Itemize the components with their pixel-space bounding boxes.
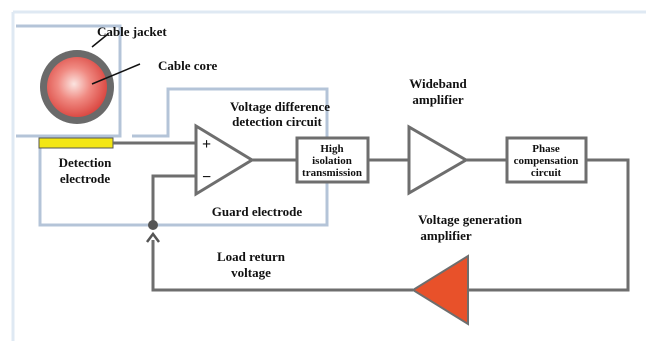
detection-electrode	[38, 137, 114, 149]
phase-label-3: circuit	[531, 167, 562, 179]
guard-electrode-outline	[16, 24, 329, 227]
phase-label-2: compensation	[514, 155, 579, 167]
vga-label-2: amplifier	[420, 228, 471, 243]
cable-jacket-pointer	[91, 33, 109, 48]
wire-arrow-up	[146, 231, 160, 243]
voltage-generation-amplifier	[411, 254, 469, 326]
vdd-circuit-label-1: Voltage difference	[230, 99, 330, 114]
high-isolation-transmission-box	[295, 136, 370, 184]
phase-compensation-box	[505, 136, 588, 184]
outer-frame	[11, 10, 646, 341]
guard-electrode-label: Guard electrode	[212, 204, 303, 219]
voltage-difference-opamp	[194, 123, 255, 197]
hit-label-1: High	[320, 143, 343, 155]
detection-electrode-label-1: Detection	[59, 155, 112, 170]
detection-electrode-label-2: electrode	[60, 171, 111, 186]
wideband-amplifier-label-1: Wideband	[409, 76, 467, 91]
load-return-label-2: voltage	[231, 265, 271, 280]
wideband-amplifier-label-2: amplifier	[412, 92, 463, 107]
hit-label-2: isolation	[312, 155, 352, 167]
hit-label-3: transmission	[302, 167, 362, 179]
vga-label-1: Voltage generation	[418, 212, 523, 227]
cable-jacket-label: Cable jacket	[97, 24, 167, 39]
wires	[113, 141, 630, 292]
junction-dot	[148, 220, 158, 230]
opamp-minus-sign: −	[202, 169, 211, 186]
vdd-circuit-label-2: detection circuit	[232, 114, 322, 129]
load-return-label-1: Load return	[217, 249, 286, 264]
cable-core-circle	[47, 57, 107, 117]
opamp-plus-sign: +	[202, 136, 211, 153]
phase-label-1: Phase	[532, 143, 560, 155]
wideband-amplifier	[407, 124, 469, 196]
cable-cross-section	[40, 50, 114, 124]
cable-core-label: Cable core	[158, 58, 218, 73]
cable-core-pointer	[91, 63, 141, 85]
